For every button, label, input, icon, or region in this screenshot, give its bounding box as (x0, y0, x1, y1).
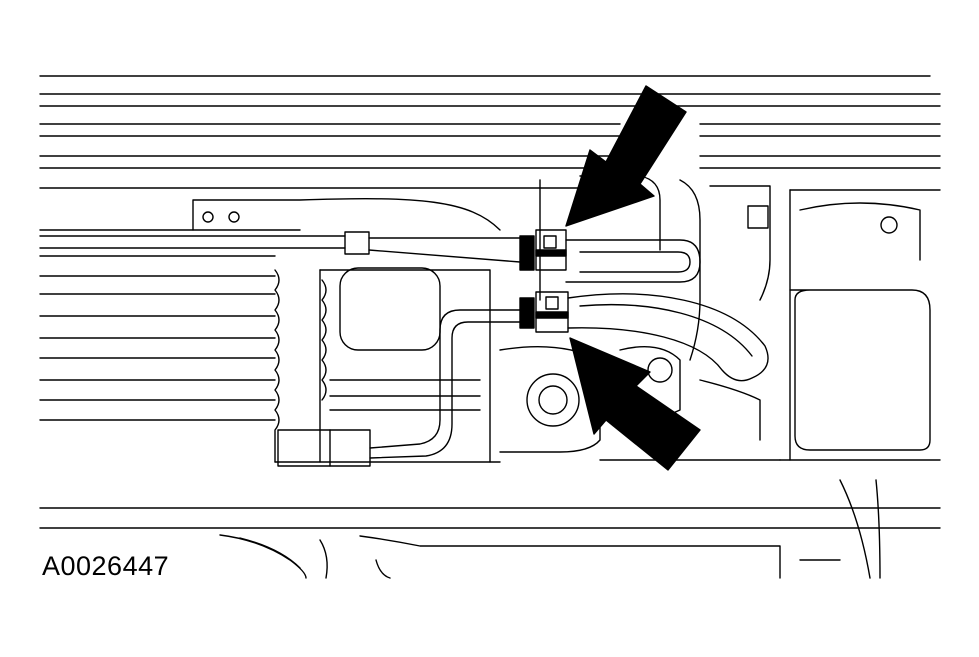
upper-hose (565, 239, 701, 283)
lower-connector (519, 291, 569, 333)
figure-id-label: A0026447 (42, 551, 170, 581)
arrow-icon-upper (565, 85, 687, 227)
upper-cooler-line (39, 231, 521, 263)
lower-hose (567, 293, 769, 382)
core-window (339, 267, 441, 351)
arrow-icon-lower (569, 337, 701, 471)
lower-structure (219, 479, 881, 579)
body-panel-lines (39, 75, 941, 529)
mounting-bracket (192, 198, 501, 231)
upper-connector (519, 229, 567, 271)
lower-cooler-line (277, 309, 521, 467)
cooler-core (274, 269, 501, 463)
